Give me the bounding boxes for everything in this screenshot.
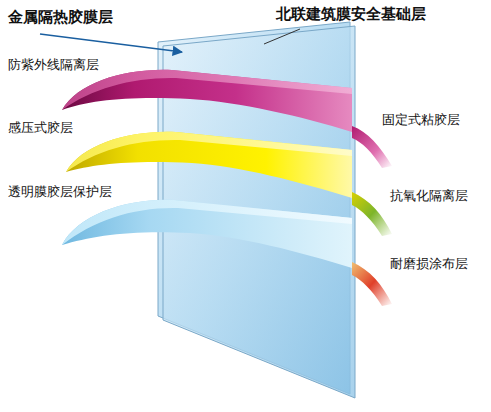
uv-tail [352, 126, 392, 168]
layer-label: 固定式粘胶层 [382, 112, 460, 128]
layer-label: 防紫外线隔离层 [8, 57, 99, 73]
layer-label: 耐磨损涂布层 [390, 256, 468, 272]
protect-layer-top [62, 200, 352, 245]
pointer-arrow [40, 34, 182, 52]
uv-layer-top [62, 70, 352, 110]
uv-layer [62, 70, 352, 132]
layer-label: 金属隔热胶膜层 [8, 8, 113, 26]
antioxidant-tail [352, 192, 392, 236]
layer-label: 透明膜胶层保护层 [8, 184, 112, 200]
layer-label: 抗氧化隔离层 [390, 188, 468, 204]
leader-line [264, 29, 300, 44]
layer-label: 北联建筑膜安全基础层 [276, 5, 426, 23]
abrasion-tail [352, 262, 392, 306]
layer-label: 感压式胶层 [8, 120, 73, 136]
protect-layer [62, 200, 352, 268]
adhesive-layer-top [66, 132, 352, 172]
